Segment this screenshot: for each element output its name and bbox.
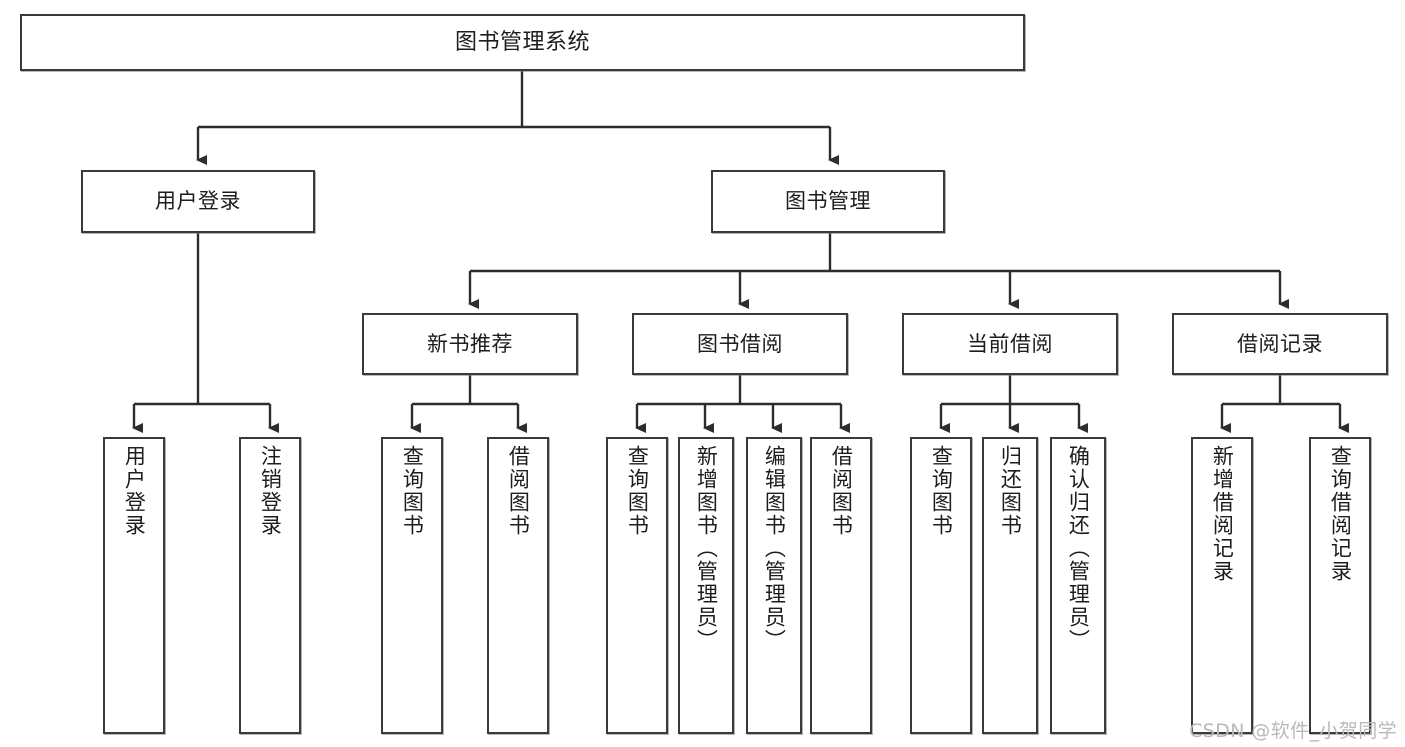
leaf-confirm-return[interactable]: 确认归还（管理员） [1050,437,1106,734]
leaf-add-book[interactable]: 新增图书（管理员） [678,437,734,734]
node-label: 新增借阅记录 [1210,445,1235,583]
node-borrow-record[interactable]: 借阅记录 [1172,313,1388,375]
leaf-add-borrow-record[interactable]: 新增借阅记录 [1191,437,1253,734]
leaf-borrow-book-recommend[interactable]: 借阅图书 [487,437,549,734]
node-label: 新书推荐 [427,331,513,356]
node-label: 图书管理 [785,189,871,214]
node-label: 用户登录 [122,445,147,537]
node-label: 确认归还（管理员） [1066,445,1091,652]
node-label: 借阅图书 [506,445,531,537]
node-label: 注销登录 [258,445,283,537]
node-label: 查询图书 [625,445,650,537]
leaf-query-book-borrow[interactable]: 查询图书 [606,437,668,734]
leaf-query-borrow-record[interactable]: 查询借阅记录 [1309,437,1371,734]
leaf-edit-book[interactable]: 编辑图书（管理员） [746,437,802,734]
node-label: 借阅图书 [829,445,854,537]
node-book-management-system[interactable]: 图书管理系统 [20,14,1025,71]
node-label: 查询图书 [400,445,425,537]
node-label: 归还图书 [998,445,1023,537]
leaf-borrow-book[interactable]: 借阅图书 [810,437,872,734]
leaf-query-book-recommend[interactable]: 查询图书 [381,437,443,734]
node-label: 编辑图书（管理员） [762,445,787,652]
node-book-borrow[interactable]: 图书借阅 [632,313,848,375]
node-label: 图书借阅 [697,331,783,356]
node-label: 用户登录 [155,189,241,214]
node-label: 查询借阅记录 [1328,445,1353,583]
node-new-book-recommend[interactable]: 新书推荐 [362,313,578,375]
node-label: 新增图书（管理员） [694,445,719,652]
node-current-borrow[interactable]: 当前借阅 [902,313,1118,375]
leaf-user-login[interactable]: 用户登录 [103,437,165,734]
node-label: 查询图书 [929,445,954,537]
node-book-management[interactable]: 图书管理 [711,170,945,233]
node-label: 借阅记录 [1237,331,1323,356]
leaf-return-book[interactable]: 归还图书 [982,437,1038,734]
node-label: 图书管理系统 [454,29,590,55]
leaf-query-book-current[interactable]: 查询图书 [910,437,972,734]
leaf-logout-login[interactable]: 注销登录 [239,437,301,734]
node-label: 当前借阅 [967,331,1053,356]
node-user-login[interactable]: 用户登录 [81,170,315,233]
